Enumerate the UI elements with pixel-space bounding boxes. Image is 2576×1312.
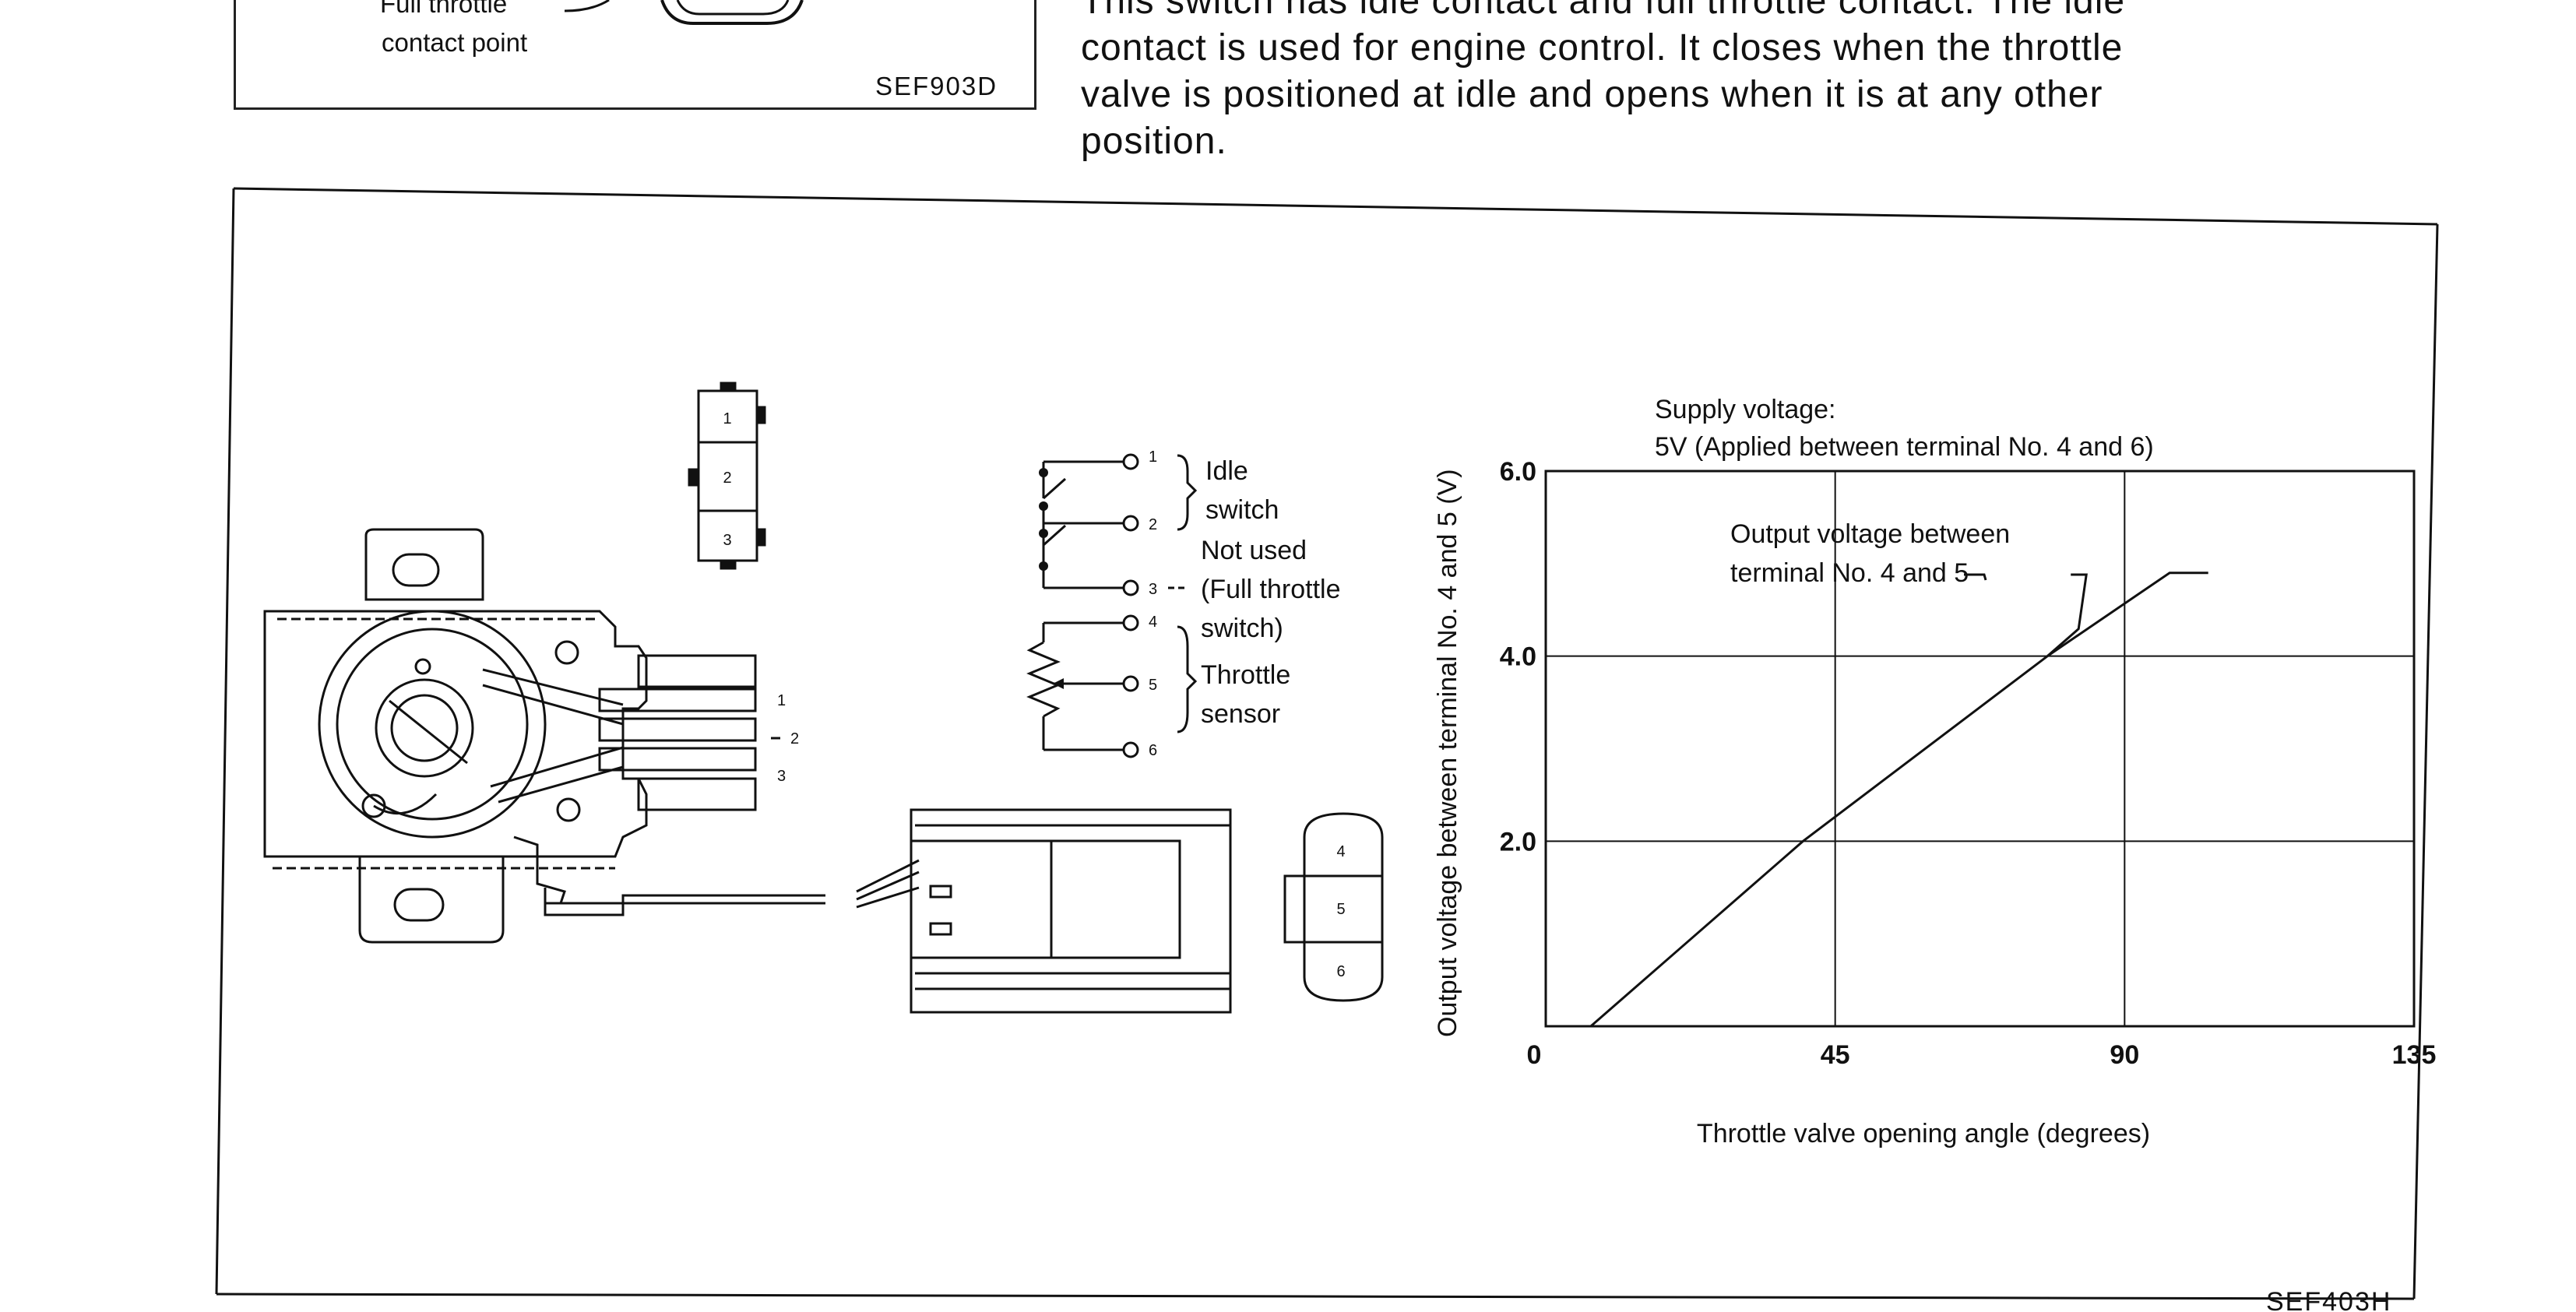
chart-title-line-1: Supply voltage:: [1655, 395, 1836, 424]
connector-top-pin-2: 2: [723, 470, 731, 487]
wire-pin-5: 5: [1149, 677, 1157, 694]
annotation-leader: [1964, 573, 1987, 581]
throttle-sensor-label-2: sensor: [1201, 699, 1280, 729]
wire-pin-4: 4: [1149, 614, 1157, 631]
voltage-chart: Supply voltage: 5V (Applied between term…: [1433, 395, 2436, 1148]
connector-bottom: [1283, 812, 1384, 1002]
throttle-sensor-label-1: Throttle: [1201, 660, 1290, 690]
body-line-1: This switch has idle contact and full th…: [1081, 0, 2126, 22]
chart-series-line: [1589, 572, 2208, 1028]
wiper-arrow: [1053, 678, 1064, 689]
chart-x-tick-label: 45: [1821, 1040, 1850, 1070]
switch-contact: [1039, 529, 1048, 538]
sensor-pin-1: 1: [777, 692, 786, 709]
chart-title-line-2: 5V (Applied between terminal No. 4 and 6…: [1655, 432, 2154, 462]
throttle-sensor-body: [263, 528, 920, 944]
chart-y-tick-label: 2.0: [1500, 827, 1536, 856]
chart-y-axis-label: Output voltage between terminal No. 4 an…: [1433, 469, 1462, 1037]
full-throttle-switch-label-2: switch): [1201, 614, 1283, 643]
contact-point-label: contact point: [382, 28, 528, 57]
top-figure-drawing: [564, 0, 804, 25]
connector-bottom-pin-5: 5: [1336, 901, 1345, 918]
chart-y-tick-label: 4.0: [1500, 642, 1536, 672]
top-figure-code: SEF903D: [875, 72, 998, 100]
not-used-label: Not used: [1201, 536, 1307, 565]
chart-y-tick-label: 6.0: [1500, 457, 1536, 487]
chart-x-tick-label: 90: [2110, 1040, 2139, 1070]
body-paragraph: This switch has idle contact and full th…: [1081, 0, 2436, 165]
connector-bottom-pin-4: 4: [1336, 843, 1345, 860]
chart-annotation-arrow: [2046, 573, 2088, 657]
chart-x-tick-label: 135: [2392, 1040, 2437, 1070]
figure-code: SEF403H: [2266, 1287, 2391, 1312]
annotation-leader-stub: [1986, 580, 2046, 648]
switch-contact: [1039, 561, 1048, 571]
wire-pin-6: 6: [1149, 742, 1157, 759]
body-line-2: contact is used for engine control. It c…: [1081, 27, 2124, 69]
idle-switch-label-1: Idle: [1205, 456, 1248, 486]
body-line-3: valve is positioned at idle and opens wh…: [1081, 74, 2103, 115]
chart-annotation-line-1: Output voltage between: [1730, 519, 2010, 549]
chart-annotation-line-2: terminal No. 4 and 5: [1730, 558, 1969, 588]
wire-pin-1: 1: [1149, 448, 1157, 466]
idle-switch-label-2: switch: [1205, 495, 1279, 525]
wire-pin-3: 3: [1149, 581, 1157, 598]
full-throttle-switch-label-1: (Full throttle: [1201, 575, 1341, 604]
connector-bottom-pin-6: 6: [1336, 963, 1345, 980]
sensor-pin-3: 3: [777, 768, 786, 785]
main-figure-frame: [215, 187, 2439, 1300]
chart-x-axis-label: Throttle valve opening angle (degrees): [1697, 1119, 2150, 1148]
harness-connector: [910, 808, 1232, 1014]
switch-contact: [1039, 501, 1048, 511]
chart-plot-frame: [1544, 470, 2416, 1028]
wiring-schematic: [1026, 453, 1198, 758]
chart-x-tick-label: 0: [1527, 1040, 1542, 1070]
sensor-pin-2: 2: [790, 730, 799, 747]
connector-top-pin-1: 1: [723, 410, 731, 427]
connector-top: [688, 382, 766, 570]
full-throttle-label: Full throttle: [380, 0, 508, 18]
top-figure-frame: [234, 0, 1036, 110]
body-line-4: position.: [1081, 121, 1227, 162]
connector-top-pin-3: 3: [723, 532, 731, 549]
wire-pin-2: 2: [1149, 516, 1157, 533]
switch-contact: [1039, 468, 1048, 477]
